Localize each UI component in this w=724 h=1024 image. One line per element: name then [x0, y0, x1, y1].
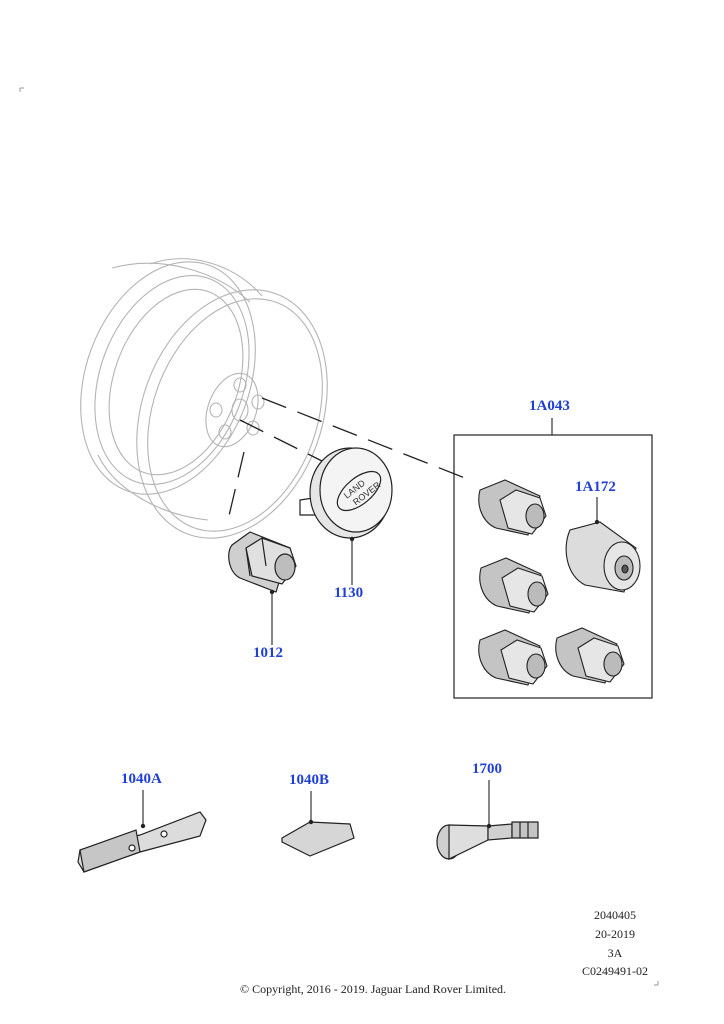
lock-kit-box: [453, 434, 653, 699]
locking-nut-drawing: [555, 627, 625, 684]
copyright-notice: © Copyright, 2016 - 2019. Jaguar Land Ro…: [239, 982, 507, 996]
stick-weight-drawing: [281, 821, 355, 857]
callout-1040b[interactable]: 1040B: [289, 772, 330, 788]
locking-nut-drawing: [478, 479, 547, 536]
leader-dots: [140, 519, 600, 829]
callout-1a043[interactable]: 1A043: [529, 398, 570, 414]
image-code: C0249491-02: [582, 964, 648, 978]
callout-1a172[interactable]: 1A172: [575, 479, 616, 495]
clip-weight-drawing: [77, 811, 207, 873]
valve-stem-drawing: [436, 821, 539, 860]
ref-date: 20-2019: [595, 927, 635, 941]
wheel-nut-drawing: [228, 531, 297, 593]
callout-1130[interactable]: 1130: [334, 585, 364, 601]
centre-cap-drawing: LAND ROVER: [299, 447, 393, 539]
wheel-drawing: [80, 258, 328, 539]
corner-mark: [654, 981, 659, 986]
locking-nut-drawing: [479, 557, 549, 614]
ref-number: 2040405: [594, 908, 636, 922]
callout-1040a[interactable]: 1040A: [121, 771, 162, 787]
locking-key-drawing: [565, 521, 641, 593]
leader-lines: [142, 418, 598, 826]
callout-1700[interactable]: 1700: [472, 761, 502, 777]
corner-mark: [19, 87, 24, 92]
callout-1012[interactable]: 1012: [253, 645, 283, 661]
ref-revision: 3A: [607, 946, 623, 960]
locking-nut-drawing: [478, 629, 548, 686]
